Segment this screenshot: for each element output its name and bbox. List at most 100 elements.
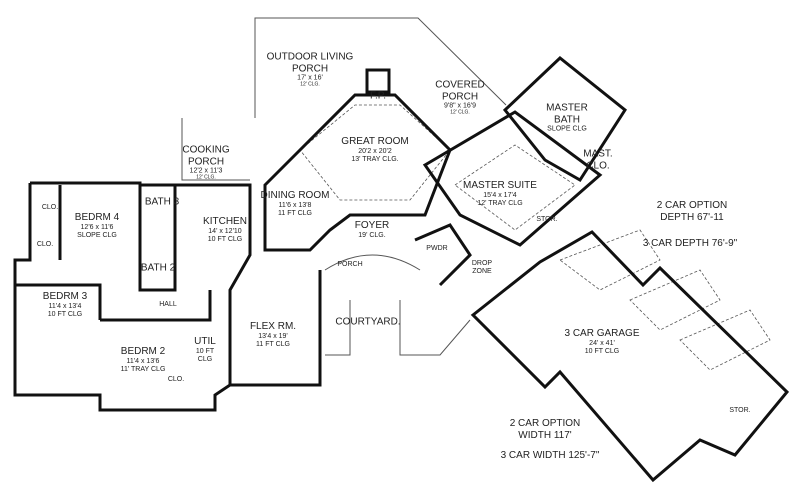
bedroom-wing-walls [13,183,231,412]
room-master-closet: MAST. CLO. [581,149,616,172]
room-name: BATH 3 [144,196,180,208]
room-name: HALL [159,300,177,308]
room-porch: PORCH [337,261,362,269]
room-bath-2: BATH 2 [141,262,175,274]
fireplace-box [365,68,391,94]
outdoor-porch-outline [254,17,507,118]
porch-arc [324,254,421,271]
room-dims: 13'4 x 19' [258,332,288,340]
bath-walls [138,185,177,292]
master-suite-walls [422,110,603,247]
room-storage: STOR. [536,216,557,224]
room-name: F.P. [370,90,386,102]
room-dims: 12'2 x 11'3 [189,167,223,175]
room-fireplace: F.P. [370,90,386,102]
room-name: OUTDOOR LIVING PORCH [266,51,354,75]
room-dims: 11'4 x 13'6 [126,357,160,365]
room-ceiling: SLOPE CLG [77,231,117,239]
room-ceiling: 10 FT CLG [195,347,215,363]
great-room-tray [299,104,451,201]
room-ceiling: 13' TRAY CLG. [351,155,399,163]
room-name: MAST. CLO. [583,148,613,172]
room-name: KITCHEN [203,216,247,228]
room-name: FLEX RM. [249,321,297,333]
master-bath-walls [502,56,627,183]
walls [13,56,790,483]
room-name: CLO. [36,240,54,248]
note-2-car-depth: 2 CAR OPTION DEPTH 67'-11 [656,200,728,223]
room-name: COURTYARD. [335,316,401,328]
room-closet: CLO. [42,204,58,212]
garage-walls [470,230,790,483]
room-ceiling: 12' CLG. [300,81,320,88]
room-ceiling: 12' CLG. [450,109,470,116]
room-name: PORCH [337,260,363,268]
room-name: MASTER BATH [546,102,588,125]
room-ceiling: 11 FT CLG [278,209,312,217]
room-closet: CLO. [168,376,184,384]
room-name: DINING ROOM [260,190,330,202]
room-ceiling: 11' TRAY CLG [120,365,166,373]
room-name: GREAT ROOM [341,136,409,148]
room-name: STOR. [729,406,751,414]
room-ceiling: 19' CLG. [358,231,386,239]
room-bath-3: BATH 3 [145,196,179,208]
room-dims: 11'4 x 13'4 [48,302,82,310]
room-drop-zone: DROP ZONE [469,260,495,276]
garage-door-1 [559,229,661,291]
room-ceiling: 12' TRAY CLG [477,199,523,207]
room-name: BEDRM 3 [42,291,88,303]
room-name: FOYER [354,220,390,232]
room-courtyard: COURTYARD. [335,316,400,328]
note-3-car-depth: 3 CAR DEPTH 76'-9" [642,238,738,249]
great-room-walls [263,93,452,252]
room-name: BEDRM 4 [74,212,120,224]
room-name: BATH 2 [140,262,176,274]
room-ceiling: 12' CLG. [196,174,216,181]
courtyard-post-right [399,300,471,356]
cooking-porch-outline [181,118,250,181]
courtyard-post-left [325,300,351,356]
garage-door-3 [679,309,771,371]
room-ceiling: 11 FT CLG [256,340,290,348]
hall-wall [100,290,212,322]
room-hall: HALL [159,301,177,309]
note-3-car-width: 3 CAR WIDTH 125'-7" [500,450,600,461]
room-name: CLO. [41,203,59,211]
room-storage: STOR. [729,407,750,415]
room-flex-room: FLEX RM.13'4 x 19'11 FT CLG [250,321,296,349]
garage-door-2 [629,269,721,331]
room-ceiling: 10 FT CLG [207,235,243,243]
room-name: COOKING PORCH [182,144,230,168]
room-dims: 14' x 12'10 [208,227,242,235]
room-dims: 9'8" x 16'9 [443,102,476,110]
room-dims: 15'4 x 17'4 [483,191,517,199]
room-ceiling: 10 FT CLG [584,347,620,355]
room-name: PWDR [426,244,448,252]
room-name: MASTER SUITE [463,180,537,192]
powder-walls [414,223,472,287]
west-wing-walls [30,181,322,387]
room-dims: 24' x 41' [589,339,615,347]
room-name: COVERED PORCH [435,79,485,103]
room-dims: 12'6 x 11'6 [80,223,114,231]
room-name: 3 CAR GARAGE [564,328,640,340]
room-name: STOR. [536,215,558,223]
note-2-car-width: 2 CAR OPTION WIDTH 117' [509,418,581,441]
room-ceiling: SLOPE CLG [547,125,587,133]
bed3-wall [15,283,102,320]
